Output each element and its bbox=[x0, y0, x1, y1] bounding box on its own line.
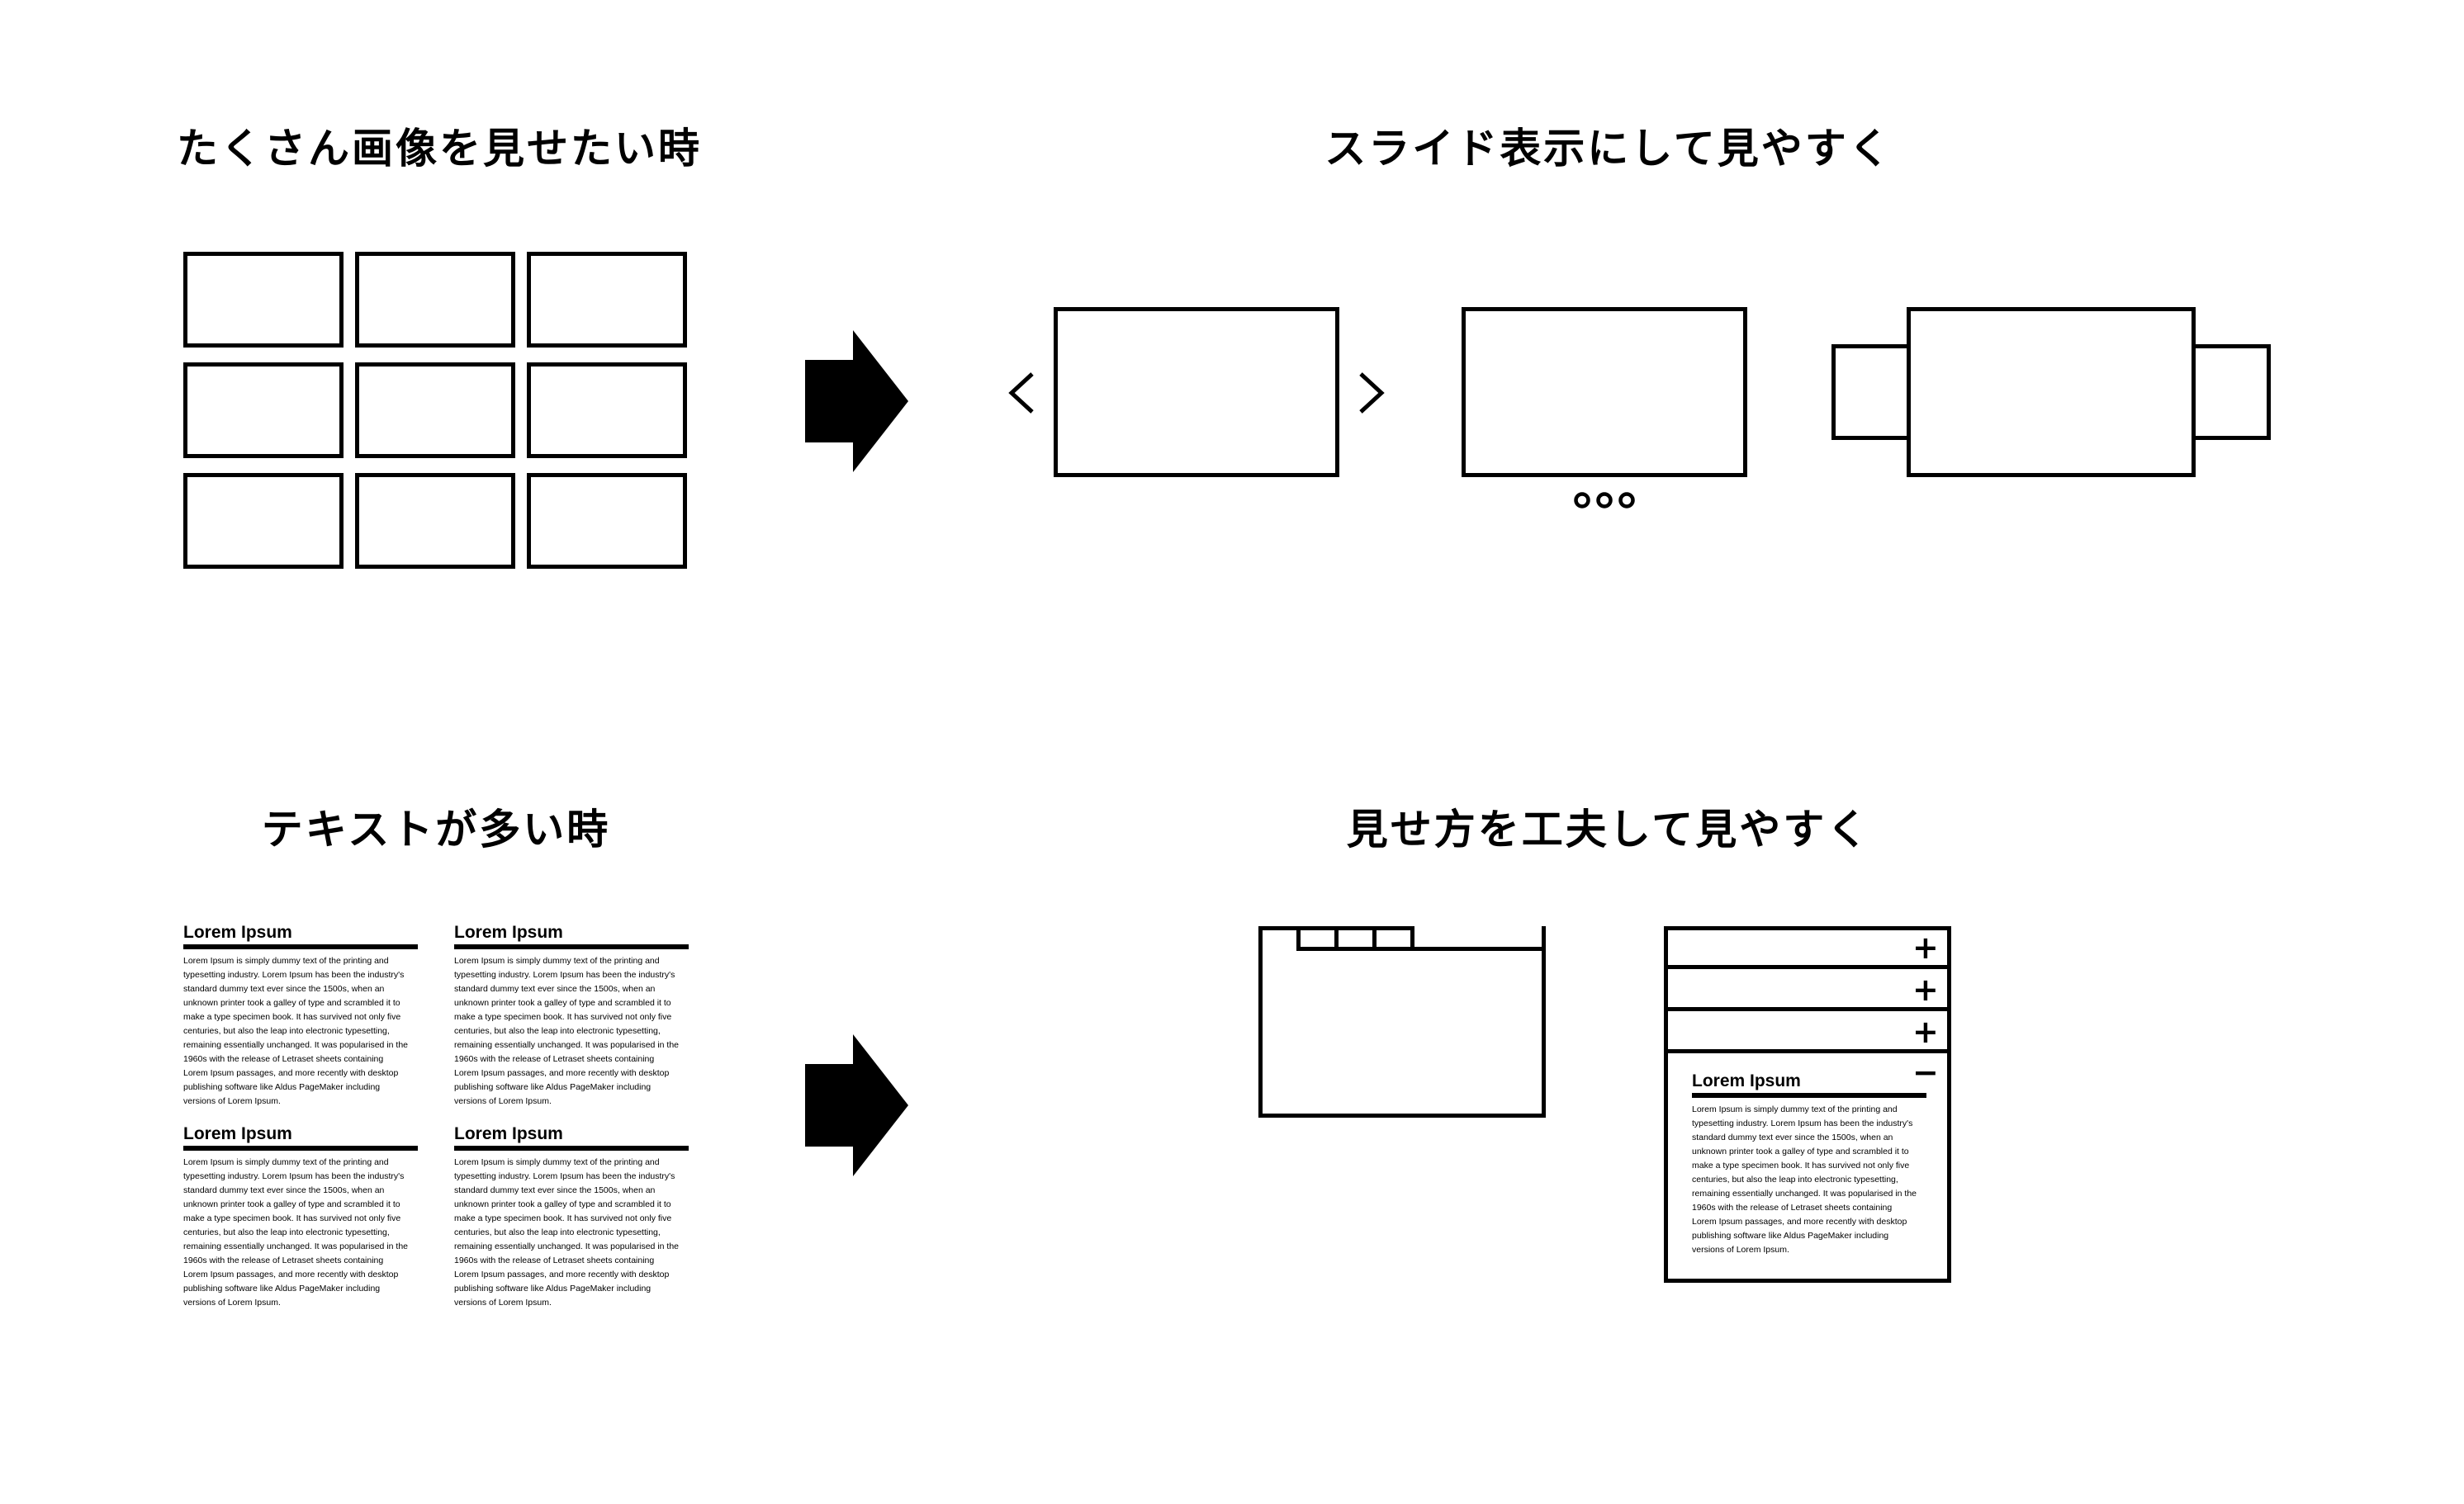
article-body: Lorem Ipsum is simply dummy text of the … bbox=[183, 956, 409, 1106]
grid-image-placeholder bbox=[355, 252, 515, 348]
accordion-divider bbox=[1664, 1049, 1951, 1053]
accordion-divider bbox=[1664, 965, 1951, 969]
tab-panel-top-edge bbox=[1410, 947, 1546, 951]
slide-placeholder bbox=[1462, 307, 1747, 477]
plus-icon[interactable]: + bbox=[1912, 972, 1939, 1008]
article-body: Lorem Ipsum is simply dummy text of the … bbox=[454, 956, 680, 1106]
article-divider bbox=[1692, 1093, 1926, 1098]
grid-image-placeholder bbox=[355, 362, 515, 458]
transition-arrow-icon bbox=[805, 1034, 908, 1176]
pagination-dot bbox=[1618, 492, 1635, 508]
article-title: Lorem Ipsum bbox=[1692, 1071, 1801, 1090]
article-body: Lorem Ipsum is simply dummy text of the … bbox=[1692, 1104, 1917, 1255]
grid-image-placeholder bbox=[183, 362, 344, 458]
article-divider bbox=[183, 944, 418, 949]
article-divider bbox=[454, 1146, 689, 1151]
article-title: Lorem Ipsum bbox=[454, 1124, 563, 1143]
tab-panel-top-edge bbox=[1258, 926, 1301, 930]
article-divider bbox=[454, 944, 689, 949]
minus-icon[interactable]: − bbox=[1912, 1054, 1939, 1090]
grid-image-placeholder bbox=[527, 473, 687, 569]
pagination-dot bbox=[1596, 492, 1613, 508]
pagination-dot bbox=[1574, 492, 1590, 508]
accordion-frame bbox=[1664, 926, 1951, 1283]
grid-image-placeholder bbox=[527, 252, 687, 348]
pagination-dots bbox=[1574, 492, 1635, 508]
grid-image-placeholder bbox=[355, 473, 515, 569]
article-body: Lorem Ipsum is simply dummy text of the … bbox=[183, 1157, 409, 1308]
article-title: Lorem Ipsum bbox=[454, 923, 563, 942]
article-title: Lorem Ipsum bbox=[183, 1124, 292, 1143]
transition-arrow-icon bbox=[805, 330, 908, 472]
tab-panel bbox=[1258, 926, 1546, 1118]
grid-image-placeholder bbox=[183, 473, 344, 569]
plus-icon[interactable]: + bbox=[1912, 1014, 1939, 1050]
chevron-right-icon[interactable] bbox=[1358, 371, 1386, 414]
tab[interactable] bbox=[1372, 926, 1414, 951]
side-slide-preview[interactable] bbox=[2188, 344, 2271, 440]
slide-placeholder bbox=[1907, 307, 2196, 477]
heading-slide-display: スライド表示にして見やすく bbox=[1324, 125, 1893, 173]
article-title: Lorem Ipsum bbox=[183, 923, 292, 942]
plus-icon[interactable]: + bbox=[1912, 929, 1939, 966]
side-slide-preview[interactable] bbox=[1831, 344, 1914, 440]
heading-many-images: たくさん画像を見せたい時 bbox=[177, 125, 702, 173]
accordion-divider bbox=[1664, 1007, 1951, 1011]
article-body: Lorem Ipsum is simply dummy text of the … bbox=[454, 1157, 680, 1308]
heading-much-text: テキストが多い時 bbox=[261, 806, 611, 854]
chevron-left-icon[interactable] bbox=[1007, 371, 1035, 414]
heading-presentation: 見せ方を工夫して見やすく bbox=[1346, 806, 1871, 854]
grid-image-placeholder bbox=[527, 362, 687, 458]
grid-image-placeholder bbox=[183, 252, 344, 348]
slide-placeholder bbox=[1054, 307, 1339, 477]
article-divider bbox=[183, 1146, 418, 1151]
